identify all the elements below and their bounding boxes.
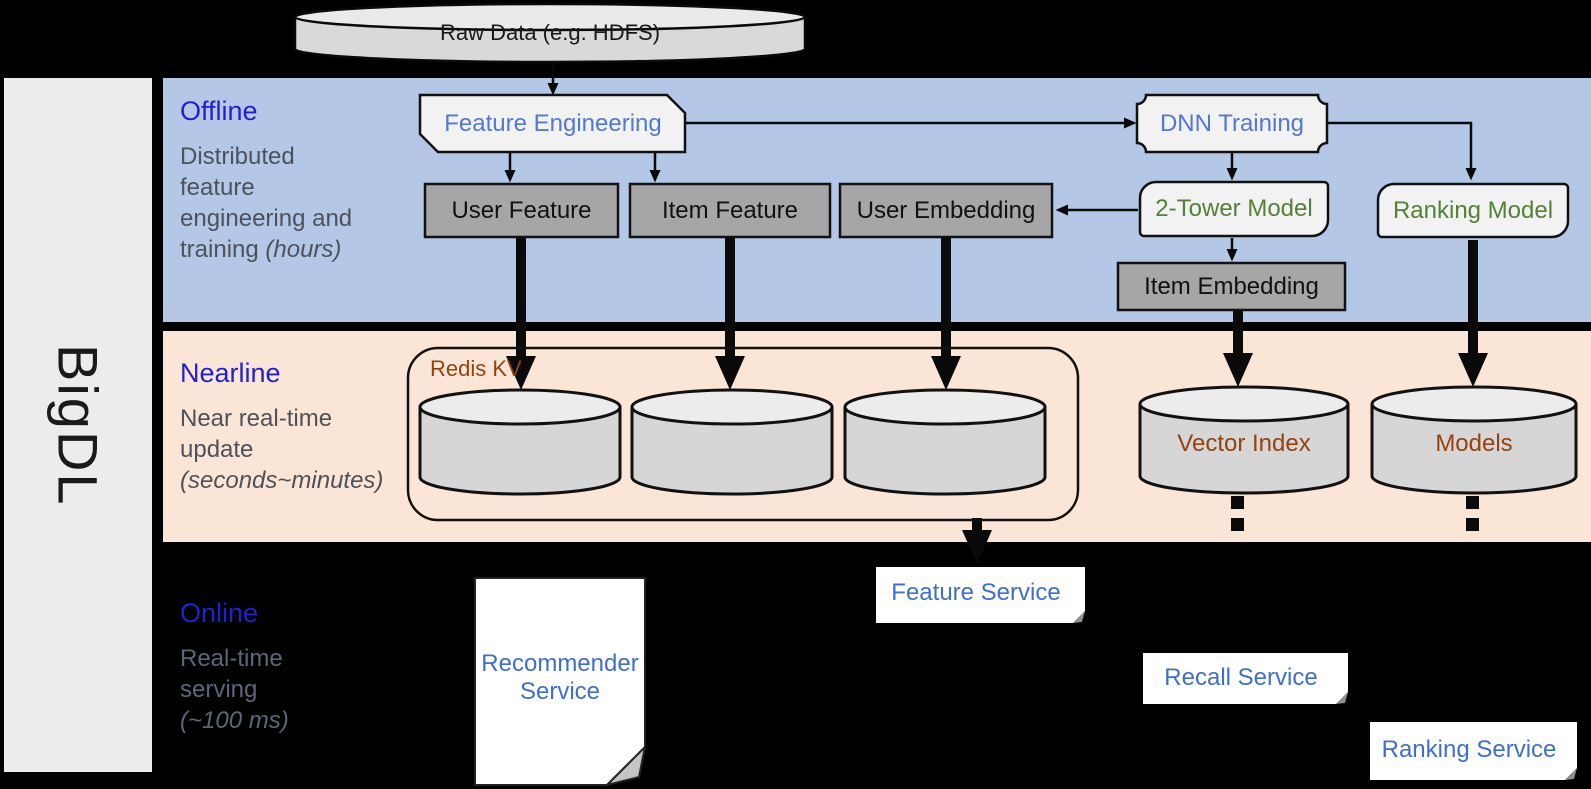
- arrow-dnn-to-rankingmodel: [1327, 121, 1477, 181]
- feature-service-label: Feature Service: [891, 579, 1061, 607]
- user-feature-shape: [423, 182, 620, 239]
- nearline-desc-line1: Near real-time: [180, 405, 333, 432]
- item-embedding-shape: [1116, 261, 1347, 312]
- online-desc-line2: serving: [180, 676, 258, 703]
- redis-cylinder-1: [418, 388, 622, 496]
- thin-arrows: [504, 62, 1477, 262]
- dash-models-2: [1466, 518, 1479, 531]
- two-tower-model-shape: [1138, 180, 1330, 238]
- thick-arrows: [506, 237, 1488, 564]
- recommender-service-line2: Service: [519, 678, 601, 705]
- item-embedding-label: Item Embedding: [1144, 272, 1319, 300]
- user-embedding-label: User Embedding: [856, 196, 1036, 224]
- nearline-section-text: Nearline Near real-time update (seconds~…: [180, 358, 435, 496]
- bigdl-logo-text: BigDL: [46, 343, 110, 507]
- offline-desc-line2: feature: [180, 174, 255, 201]
- redis-kv-container: [406, 346, 1080, 522]
- models-cylinder: [1370, 385, 1578, 495]
- recommender-service-label: Recommender Service: [475, 642, 645, 714]
- offline-desc-line4: training (hours): [180, 234, 435, 265]
- dash-vectorindex-1: [1231, 496, 1244, 509]
- nearline-heading: Nearline: [180, 358, 281, 388]
- raw-data-cylinder: [293, 2, 807, 64]
- dash-models-1: [1466, 496, 1479, 509]
- online-desc-line3: (~100 ms): [180, 707, 289, 734]
- models-label: Models: [1435, 430, 1513, 458]
- offline-heading: Offline: [180, 96, 258, 126]
- offline-desc-line4-italic: (hours): [265, 236, 342, 263]
- feature-service-card: [876, 567, 1085, 623]
- recommender-service-line1: Recommender: [481, 650, 639, 678]
- online-section-text: Online Real-time serving (~100 ms): [180, 598, 435, 736]
- offline-desc-line3: engineering and: [180, 205, 353, 232]
- vector-index-label: Vector Index: [1177, 430, 1311, 458]
- ranking-service-label: Ranking Service: [1381, 736, 1557, 764]
- raw-data-label: Raw Data (e.g. HDFS): [439, 20, 661, 46]
- recall-service-card: [1143, 653, 1348, 704]
- user-feature-label: User Feature: [451, 196, 592, 224]
- ranking-model-shape: [1376, 182, 1570, 239]
- nearline-description: Near real-time update (seconds~minutes): [180, 403, 435, 496]
- item-feature-label: Item Feature: [661, 196, 799, 224]
- dashed-stubs: [1231, 496, 1479, 531]
- user-embedding-shape: [838, 182, 1054, 239]
- feature-engineering-shape: [418, 93, 687, 154]
- recommender-service-document: [474, 577, 647, 787]
- ranking-service-card: [1370, 722, 1577, 780]
- redis-kv-label: Redis KV: [430, 356, 522, 382]
- online-heading: Online: [180, 598, 259, 628]
- offline-desc-line4-plain: training: [180, 236, 266, 263]
- two-tower-model-label: 2-Tower Model: [1155, 195, 1313, 223]
- online-description: Real-time serving (~100 ms): [180, 643, 435, 736]
- dnn-training-label: DNN Training: [1159, 109, 1305, 137]
- ranking-model-label: Ranking Model: [1392, 196, 1554, 224]
- nearline-desc-line3: (seconds~minutes): [180, 467, 384, 494]
- vector-index-cylinder: [1138, 385, 1350, 495]
- recall-service-label: Recall Service: [1164, 663, 1318, 691]
- dnn-training-shape: [1135, 93, 1329, 154]
- offline-description: Distributed feature engineering and trai…: [180, 141, 435, 265]
- dash-vectorindex-2: [1231, 518, 1244, 531]
- offline-section-text: Offline Distributed feature engineering …: [180, 96, 435, 265]
- item-feature-shape: [628, 182, 832, 239]
- redis-cylinder-3: [843, 388, 1047, 496]
- feature-engineering-label: Feature Engineering: [444, 109, 662, 137]
- redis-cylinder-2: [630, 388, 834, 496]
- offline-desc-line1: Distributed: [180, 143, 295, 170]
- bigdl-rail: BigDL: [4, 78, 152, 772]
- nearline-desc-line2: update: [180, 436, 254, 463]
- online-desc-line1: Real-time: [180, 645, 283, 672]
